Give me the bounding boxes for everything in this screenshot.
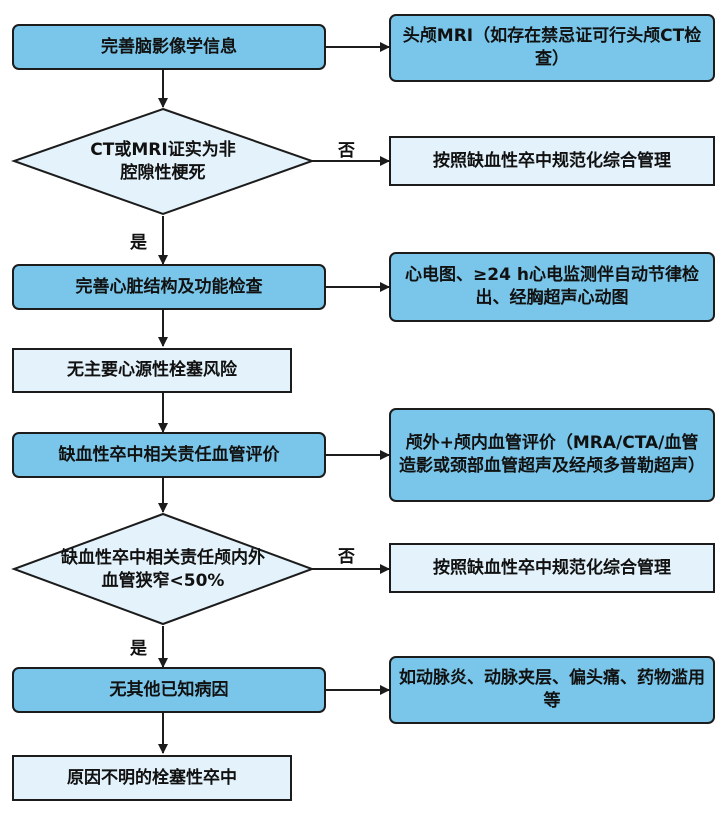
- decision-diamond-stenosis: [11, 512, 315, 626]
- label-yes-2: 是: [130, 639, 147, 659]
- decision-diamond-non-lacunar: [10, 107, 316, 216]
- node-cardiac-methods: 心电图、≥24 h心电监测伴自动节律检出、经胸超声心动图: [389, 252, 715, 322]
- node-vessel-methods: 颅外+颅内血管评价（MRA/CTA/血管造影或颈部血管超声及经颅多普勒超声）: [389, 408, 715, 502]
- node-esus: 原因不明的栓塞性卒中: [12, 755, 292, 801]
- decision-stenosis-text: 缺血性卒中相关责任颅内外血管狭窄<50%: [61, 548, 265, 591]
- node-cardiac-exam: 完善心脏结构及功能检查: [12, 264, 326, 310]
- node-vessel-eval: 缺血性卒中相关责任血管评价: [12, 432, 326, 478]
- node-no-cardiac-risk: 无主要心源性栓塞风险: [12, 348, 292, 393]
- node-head-mri: 头颅MRI（如存在禁忌证可行头颅CT检查）: [389, 14, 715, 82]
- node-perfect-imaging: 完善脑影像学信息: [12, 24, 326, 70]
- node-no-other-cause: 无其他已知病因: [12, 667, 326, 713]
- node-other-causes: 如动脉炎、动脉夹层、偏头痛、药物滥用等: [389, 656, 715, 724]
- node-manage-2: 按照缺血性卒中规范化综合管理: [389, 543, 715, 593]
- label-yes-1: 是: [130, 233, 147, 253]
- node-manage-1: 按照缺血性卒中规范化综合管理: [389, 136, 715, 186]
- label-no-2: 否: [338, 547, 355, 567]
- label-no-1: 否: [338, 141, 355, 161]
- decision-non-lacunar-text: CT或MRI证实为非腔隙性梗死: [90, 140, 236, 183]
